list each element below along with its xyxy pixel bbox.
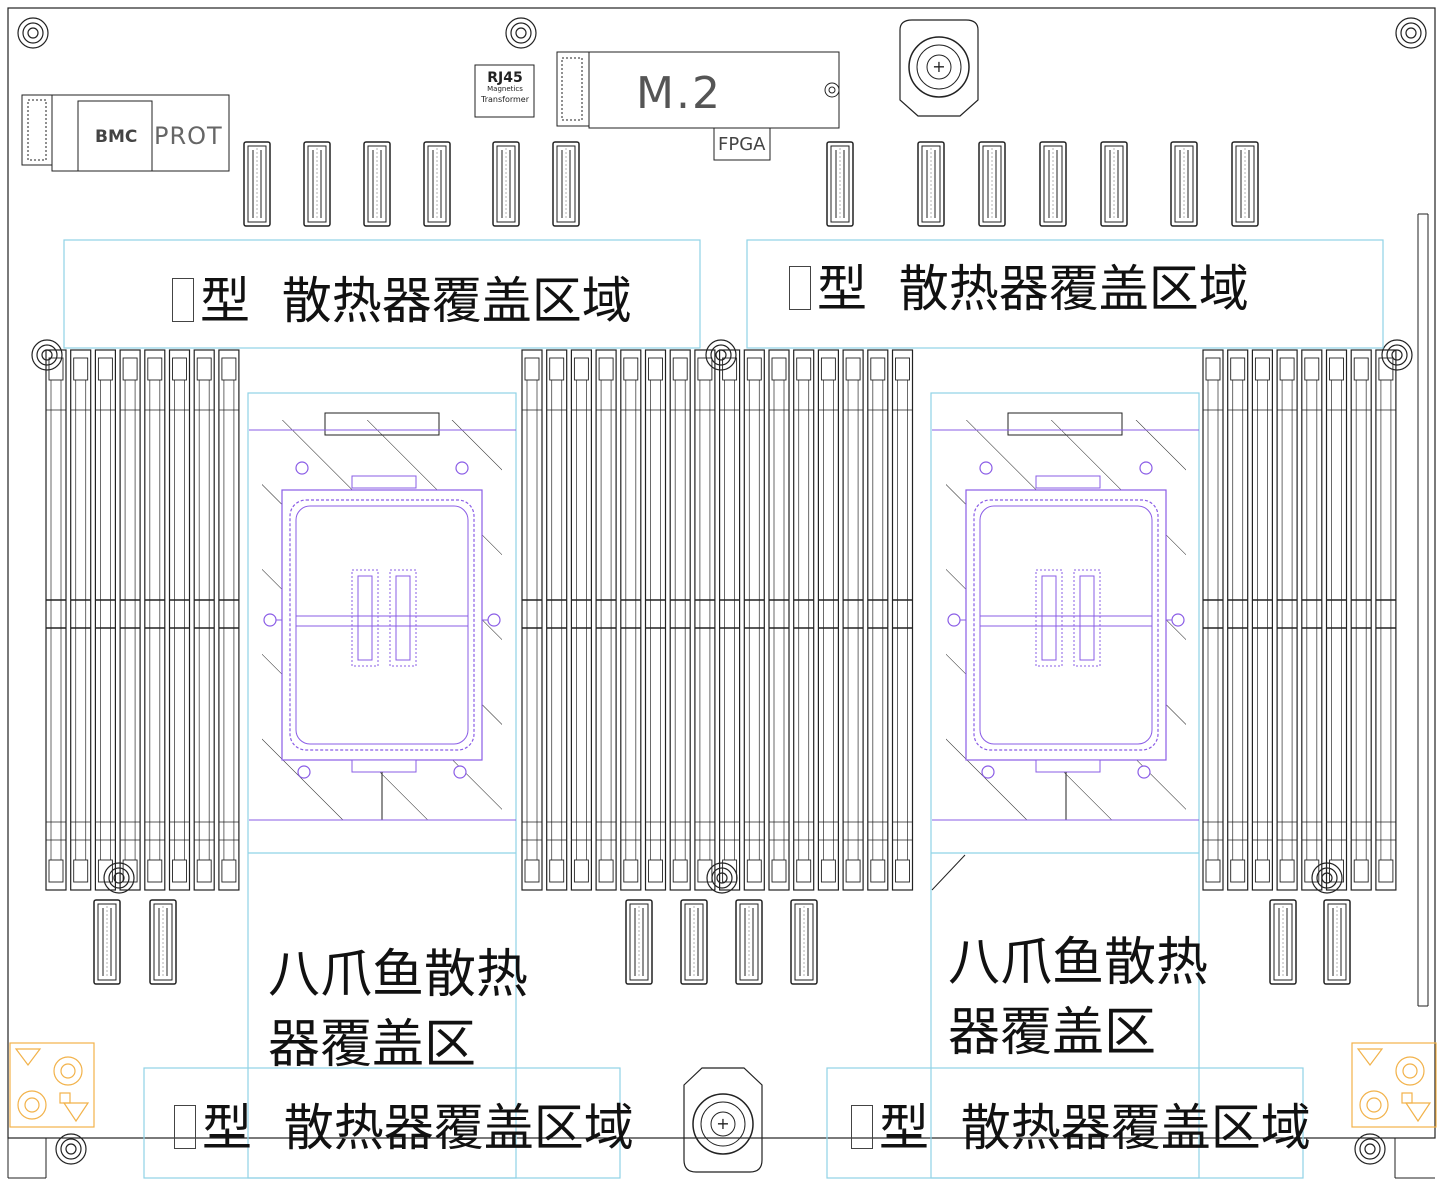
dimm-slot <box>1350 349 1372 891</box>
zone-label-bottom-right: 型 散热器覆盖区域 <box>851 1103 1311 1153</box>
dimm-slot <box>891 349 914 891</box>
dimm-slot <box>1375 349 1397 891</box>
dimm-slot <box>694 349 716 891</box>
zone-type-box-icon <box>172 278 194 322</box>
dimm-slot <box>768 349 790 891</box>
mount-hole-left <box>31 339 63 371</box>
zone-type-box-icon <box>174 1105 196 1149</box>
octo-line-1: 八爪鱼散热 <box>268 945 529 1005</box>
mount-hole-bottom-left <box>55 1133 87 1165</box>
mount-hole-right <box>1381 339 1413 371</box>
dimm-slot <box>842 349 864 891</box>
cpu-socket-left <box>261 419 503 821</box>
board-outline <box>7 7 1436 1139</box>
zone-text: 散热器覆盖区域 <box>960 1099 1311 1157</box>
dimm-slot <box>1325 349 1348 891</box>
dimm-slot <box>644 349 667 891</box>
zone-type: 型 <box>200 272 250 330</box>
rj45-title: RJ45 <box>487 70 523 86</box>
zone-text: 散热器覆盖区域 <box>281 272 632 330</box>
dimm-slot <box>718 349 741 891</box>
dimm-slot <box>168 349 191 891</box>
dimm-slot <box>817 349 840 891</box>
dimm-slot <box>545 349 568 891</box>
dimm-slot <box>119 349 141 891</box>
rj45-transformer: Transformer <box>480 95 529 104</box>
octo-line-2: 器覆盖区 <box>948 1003 1157 1064</box>
dimm-bank-left <box>45 349 240 891</box>
mount-hole-top-mid <box>505 17 537 49</box>
dimm-slot <box>94 349 117 891</box>
dimm-slot <box>595 349 617 891</box>
dimm-slot <box>1226 349 1249 891</box>
mount-hole-lower-left <box>103 862 135 894</box>
fpga-label: FPGA <box>718 134 766 155</box>
octo-label-left: 八爪鱼散热 器覆盖区 <box>268 940 528 1080</box>
dimm-slot <box>521 349 543 891</box>
mount-hole-bottom-right <box>1354 1133 1386 1165</box>
zone-bottom-right <box>826 1067 1304 1179</box>
zone-label-top-right: 型 散热器覆盖区域 <box>789 264 1249 314</box>
bmc-prot-module <box>21 94 230 172</box>
dimm-slot <box>570 349 593 891</box>
octo-label-right: 八爪鱼散热 器覆盖区 <box>948 928 1208 1068</box>
zone-type: 型 <box>879 1099 929 1157</box>
dimm-slot <box>866 349 889 891</box>
svg-text:+: + <box>716 1114 729 1133</box>
standoff-bottom: + <box>683 1067 763 1173</box>
dimm-slot <box>1251 349 1274 891</box>
dimm-slot <box>743 349 766 891</box>
prot-label: PROT <box>154 122 223 150</box>
rj45-magnetics: Magnetics <box>487 85 523 93</box>
mount-hole-center <box>705 339 737 371</box>
dimm-slot <box>1301 349 1323 891</box>
standoff-top: + <box>899 19 979 117</box>
svg-text:+: + <box>932 57 945 76</box>
zone-top-left <box>63 239 701 349</box>
zone-type: 型 <box>202 1099 252 1157</box>
dimm-slot <box>1202 349 1224 891</box>
bmc-label: BMC <box>95 127 138 147</box>
dimm-slot <box>218 349 240 891</box>
zone-type-box-icon <box>851 1105 873 1149</box>
rj45-magnetics-box <box>474 64 535 118</box>
zone-type: 型 <box>817 260 867 318</box>
m2-slot <box>556 51 840 161</box>
zone-text: 散热器覆盖区域 <box>898 260 1249 318</box>
dimm-slot <box>1276 349 1298 891</box>
m2-label: M.2 <box>636 68 722 119</box>
zone-top-right <box>746 239 1384 349</box>
zone-bottom-left <box>143 1067 621 1179</box>
dimm-bank-right <box>1202 349 1397 891</box>
octo-line-2: 器覆盖区 <box>268 1015 477 1076</box>
corner-mark-right <box>1351 1042 1437 1128</box>
dimm-slot <box>792 349 815 891</box>
cpu-socket-right <box>945 419 1187 821</box>
dimm-slot <box>69 349 92 891</box>
mount-hole-top-right <box>1395 17 1427 49</box>
octo-line-1: 八爪鱼散热 <box>948 933 1209 993</box>
dimm-slot <box>193 349 215 891</box>
zone-text: 散热器覆盖区域 <box>283 1099 634 1157</box>
dimm-slot <box>669 349 692 891</box>
zone-label-bottom-left: 型 散热器覆盖区域 <box>174 1103 634 1153</box>
dimm-slot <box>144 349 166 891</box>
rj45-label: RJ45 Magnetics Transformer <box>478 71 532 106</box>
zone-label-top-left: 型 散热器覆盖区域 <box>172 276 632 326</box>
mount-hole-top-left <box>17 17 49 49</box>
corner-mark-left <box>9 1042 95 1128</box>
dimm-slot <box>619 349 642 891</box>
zone-type-box-icon <box>789 266 811 310</box>
dimm-bank-center <box>521 349 914 891</box>
dimm-slot <box>45 349 67 891</box>
